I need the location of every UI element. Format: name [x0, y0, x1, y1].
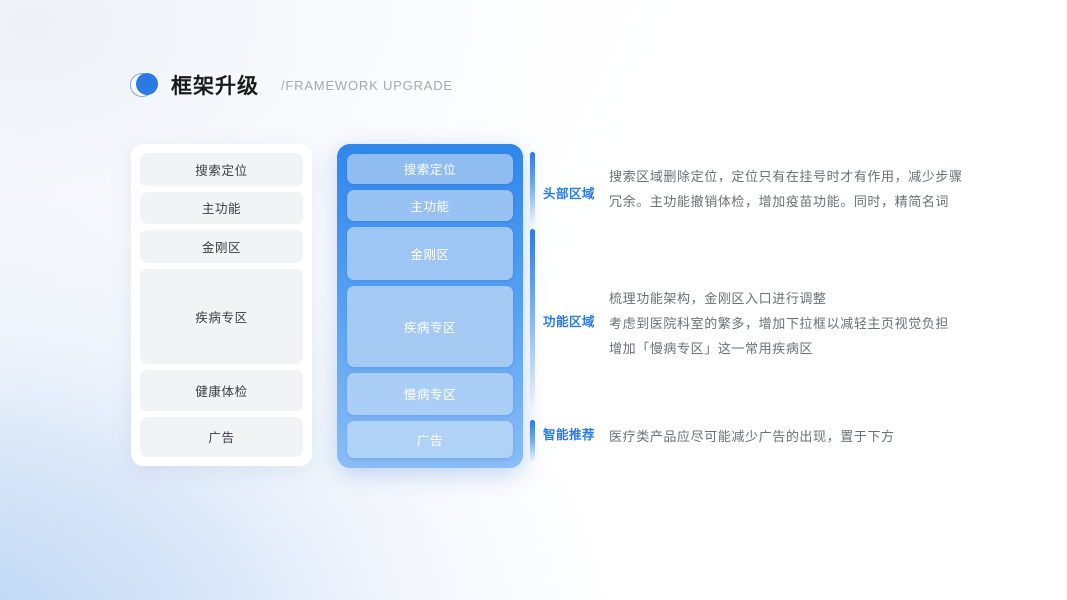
annotation-label: 智能推荐	[543, 428, 596, 442]
annotation-line: 冗余。主功能撤销体检，增加疫苗功能。同时，精简名词	[609, 194, 950, 209]
old-block-5: 健康体检	[140, 370, 303, 411]
logo-dot	[136, 73, 158, 95]
bracket-recommend-area	[530, 420, 535, 462]
new-block-3: 金刚区	[347, 227, 513, 281]
annotation-line: 搜索区域删除定位，定位只有在挂号时才有作用，减少步骤	[609, 169, 963, 184]
annotation-header-area: 头部区域 搜索区域删除定位，定位只有在挂号时才有作用，减少步骤冗余。主功能撤销体…	[543, 164, 963, 214]
annotation-body: 医疗类产品应尽可能减少广告的出现，置于下方	[609, 424, 895, 449]
overlapping-circles-icon	[130, 71, 158, 99]
annotation-recommend-area: 智能推荐 医疗类产品应尽可能减少广告的出现，置于下方	[543, 424, 895, 449]
annotation-label: 功能区域	[543, 315, 596, 329]
new-block-4: 疾病专区	[347, 286, 513, 368]
bracket-header-area	[530, 152, 535, 226]
annotation-line: 梳理功能架构，金刚区入口进行调整	[609, 291, 827, 306]
slide-header: 框架升级 /FRAMEWORK UPGRADE	[130, 70, 453, 100]
new-framework-card: 搜索定位主功能金刚区疾病专区慢病专区广告	[337, 144, 523, 468]
new-block-1: 搜索定位	[347, 154, 513, 184]
old-block-4: 疾病专区	[140, 268, 303, 365]
page-subtitle: /FRAMEWORK UPGRADE	[281, 77, 453, 93]
old-block-3: 金刚区	[140, 230, 303, 263]
new-block-5: 慢病专区	[347, 373, 513, 415]
old-block-6: 广告	[140, 416, 303, 458]
page-title: 框架升级	[171, 75, 259, 98]
bracket-function-area	[530, 229, 535, 411]
new-block-2: 主功能	[347, 189, 513, 222]
annotation-line: 考虑到医院科室的繁多，增加下拉框以减轻主页视觉负担	[609, 316, 950, 331]
new-block-6: 广告	[347, 420, 513, 458]
old-block-1: 搜索定位	[140, 153, 303, 186]
old-framework-card: 搜索定位主功能金刚区疾病专区健康体检广告	[131, 144, 312, 466]
annotation-line: 医疗类产品应尽可能减少广告的出现，置于下方	[609, 429, 895, 444]
annotation-function-area: 功能区域 梳理功能架构，金刚区入口进行调整考虑到医院科室的繁多，增加下拉框以减轻…	[543, 286, 949, 361]
annotation-line: 增加「慢病专区」这一常用疾病区	[609, 341, 814, 356]
old-block-2: 主功能	[140, 191, 303, 225]
annotation-body: 搜索区域删除定位，定位只有在挂号时才有作用，减少步骤冗余。主功能撤销体检，增加疫…	[609, 164, 963, 214]
annotation-body: 梳理功能架构，金刚区入口进行调整考虑到医院科室的繁多，增加下拉框以减轻主页视觉负…	[609, 286, 949, 361]
annotation-label: 头部区域	[543, 187, 596, 201]
